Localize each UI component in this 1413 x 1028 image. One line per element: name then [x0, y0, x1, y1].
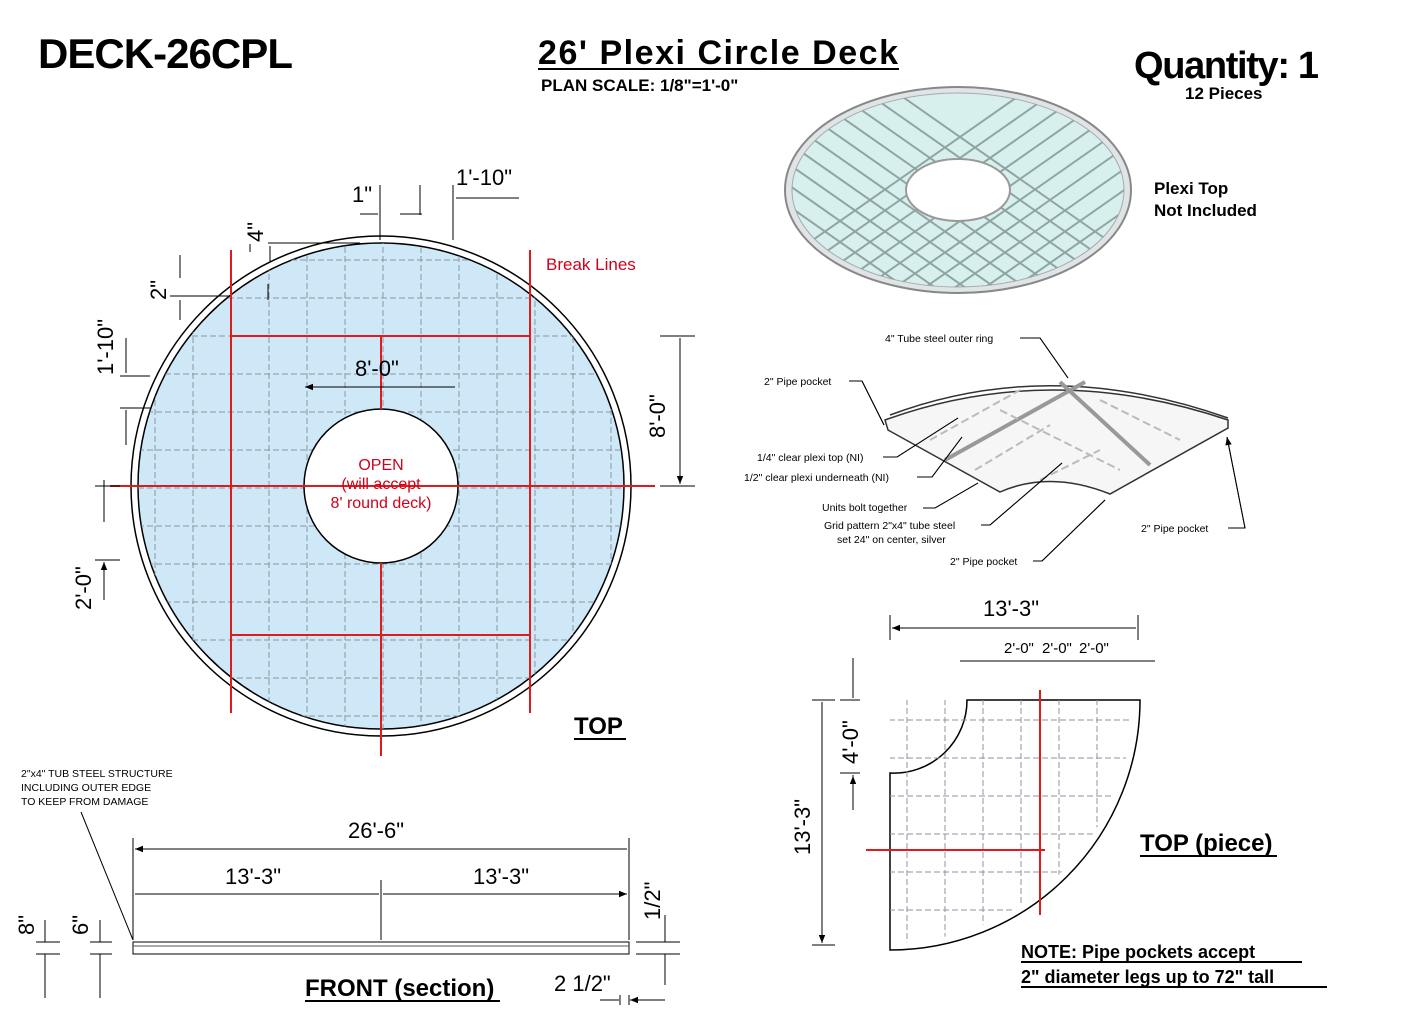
plexi-note-line1: Plexi Top: [1154, 179, 1228, 198]
model-number: DECK-26CPL: [38, 30, 293, 77]
open-label-3: 8' round deck): [331, 495, 432, 512]
top-dimensions: [95, 185, 695, 600]
piece-plan-view: [812, 615, 1155, 960]
note-line-2: 2" diameter legs up to 72" tall: [1021, 967, 1274, 987]
dim-8-0-hole: 8'-0": [355, 356, 399, 381]
detail-leaders: [849, 337, 1246, 562]
front-edge-dim: 2 1/2": [554, 971, 611, 996]
front-half-inch-dim: 1/2": [640, 882, 665, 920]
dim-8-0-right: 8'-0": [645, 394, 670, 438]
quantity-label: Quantity: 1: [1134, 45, 1319, 87]
callout-outer-ring: 4" Tube steel outer ring: [885, 333, 993, 345]
dim-2in: 2": [146, 280, 171, 300]
front-8in-dim: 8": [14, 915, 39, 935]
callout-grid-pattern: Grid pattern 2"x4" tube steel: [824, 520, 955, 532]
callout-pipe-pocket-2: 2" Pipe pocket: [950, 556, 1017, 568]
callout-pipe-pocket-3: 2" Pipe pocket: [1141, 523, 1208, 535]
piece-grid-dim-2: 2'-0": [1042, 640, 1072, 657]
piece-detail-isometric: [884, 380, 1229, 495]
top-view-label: TOP: [574, 713, 623, 740]
piece-grid-dim-3: 2'-0": [1079, 640, 1109, 657]
structure-note-2: INCLUDING OUTER EDGE: [21, 782, 151, 794]
callout-units-bolt: Units bolt together: [822, 502, 908, 514]
piece-view-label: TOP (piece): [1140, 830, 1273, 857]
front-overall-dim: 26'-6": [348, 818, 404, 843]
front-section-view: [36, 811, 680, 1005]
deck-render: [784, 86, 1132, 294]
open-label: OPEN: [358, 457, 403, 474]
plexi-note-line2: Not Included: [1154, 201, 1257, 220]
structure-note-1: 2"x4" TUB STEEL STRUCTURE: [21, 768, 173, 780]
dim-1-10-left: 1'-10": [93, 319, 118, 375]
note-line-1: NOTE: Pipe pockets accept: [1021, 942, 1255, 962]
scale-label: PLAN SCALE: 1/8"=1'-0": [541, 76, 738, 95]
dim-1-10-top: 1'-10": [456, 165, 512, 190]
pieces-label: 12 Pieces: [1185, 84, 1263, 103]
dim-4in: 4": [243, 222, 268, 242]
dim-2-0-left: 2'-0": [71, 566, 96, 610]
callout-plexi-underneath: 1/2" clear plexi underneath (NI): [744, 472, 889, 484]
open-label-2: (will accept: [341, 476, 421, 493]
callout-grid-spacing: set 24" on center, silver: [837, 534, 946, 546]
front-6in-dim: 6": [68, 915, 93, 935]
structure-note-3: TO KEEP FROM DAMAGE: [21, 796, 148, 808]
break-lines-label: Break Lines: [546, 255, 636, 274]
front-view-label: FRONT (section): [305, 975, 494, 1002]
piece-inner-dim: 4'-0": [838, 720, 863, 764]
piece-width-dim: 13'-3": [983, 596, 1039, 621]
front-right-dim: 13'-3": [473, 864, 529, 889]
dim-1in: 1": [352, 182, 372, 207]
piece-grid-dim-1: 2'-0": [1004, 640, 1034, 657]
page-title: 26' Plexi Circle Deck: [538, 34, 898, 72]
front-left-dim: 13'-3": [225, 864, 281, 889]
piece-height-dim: 13'-3": [790, 799, 815, 855]
callout-pipe-pocket-1: 2" Pipe pocket: [764, 376, 831, 388]
callout-plexi-top: 1/4" clear plexi top (NI): [757, 452, 863, 464]
